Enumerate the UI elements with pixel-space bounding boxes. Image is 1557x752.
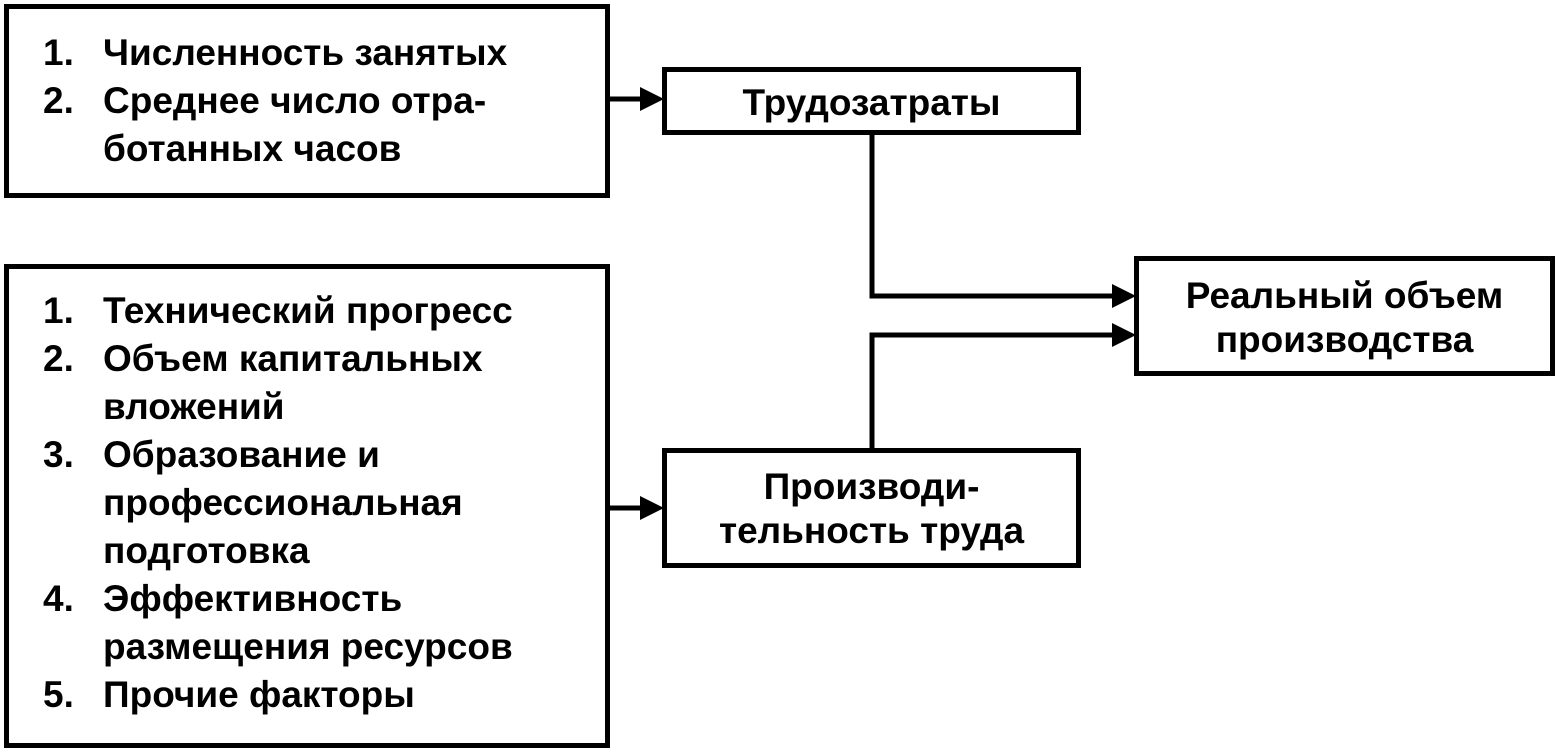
item-number: 3. bbox=[43, 434, 74, 475]
real-output-box: Реальный объем производства bbox=[1134, 256, 1555, 376]
labor-factors-list: 1. Численность занятых 2. Среднее число … bbox=[43, 29, 595, 173]
item-text-line: Технический прогресс bbox=[103, 290, 513, 331]
label-line: тельность труда bbox=[718, 510, 1025, 551]
item-text: Образование и профессиональная подготовк… bbox=[103, 431, 595, 575]
arrowhead bbox=[640, 87, 664, 111]
productivity-factors-box: 1. Технический прогресс 2. Объем капитал… bbox=[4, 264, 610, 748]
arrow-labor-costs-to-real-output bbox=[869, 135, 1136, 308]
item-text-line: размещения ресурсов bbox=[103, 626, 513, 667]
list-item: 2. Среднее число отра- ботанных часов bbox=[43, 77, 595, 173]
arrow-productivity-to-real-output bbox=[869, 323, 1136, 448]
labor-productivity-box: Производи- тельность труда bbox=[662, 448, 1081, 568]
item-text-line: Образование и bbox=[103, 434, 380, 475]
arrowhead bbox=[1112, 323, 1136, 347]
item-text: Эффективность размещения ресурсов bbox=[103, 575, 595, 671]
item-text: Среднее число отра- ботанных часов bbox=[103, 77, 595, 173]
item-text-line: вложений bbox=[103, 386, 285, 427]
real-output-label: Реальный объем производства bbox=[1139, 274, 1550, 362]
item-text-line: Численность занятых bbox=[103, 32, 508, 73]
arrowhead bbox=[640, 496, 664, 520]
arrow-productivity-factors-to-productivity bbox=[610, 496, 664, 520]
arrowhead bbox=[1112, 284, 1136, 308]
list-item: 3. Образование и профессиональная подгот… bbox=[43, 431, 595, 575]
labor-productivity-label: Производи- тельность труда bbox=[667, 465, 1076, 553]
labor-factors-box: 1. Численность занятых 2. Среднее число … bbox=[4, 4, 610, 198]
label-line: Трудозатраты bbox=[742, 82, 1001, 123]
item-number: 2. bbox=[43, 80, 74, 121]
list-item: 1. Численность занятых bbox=[43, 29, 595, 77]
item-text: Объем капитальных вложений bbox=[103, 335, 595, 431]
item-text-line: Прочие факторы bbox=[103, 674, 415, 715]
item-text-line: подготовка bbox=[103, 530, 310, 571]
productivity-factors-list: 1. Технический прогресс 2. Объем капитал… bbox=[43, 287, 595, 719]
label-line: Реальный объем bbox=[1185, 275, 1504, 316]
item-number: 2. bbox=[43, 338, 74, 379]
item-text: Прочие факторы bbox=[103, 671, 595, 719]
item-text-line: ботанных часов bbox=[103, 128, 402, 169]
item-text: Технический прогресс bbox=[103, 287, 595, 335]
list-item: 1. Технический прогресс bbox=[43, 287, 595, 335]
list-item: 2. Объем капитальных вложений bbox=[43, 335, 595, 431]
arrow-labor-factors-to-labor-costs bbox=[610, 87, 664, 111]
item-text-line: Объем капитальных bbox=[103, 338, 483, 379]
item-number: 4. bbox=[43, 578, 74, 619]
item-number: 1. bbox=[43, 290, 74, 331]
item-number: 5. bbox=[43, 674, 74, 715]
labor-costs-box: Трудозатраты bbox=[662, 67, 1081, 135]
label-line: производства bbox=[1215, 319, 1474, 360]
item-text: Численность занятых bbox=[103, 29, 595, 77]
connector-line bbox=[869, 332, 1114, 448]
labor-costs-label: Трудозатраты bbox=[667, 81, 1076, 125]
connector-line bbox=[869, 135, 1114, 299]
list-item: 4. Эффективность размещения ресурсов bbox=[43, 575, 595, 671]
item-text-line: Эффективность bbox=[103, 578, 403, 619]
item-number: 1. bbox=[43, 32, 74, 73]
label-line: Производи- bbox=[763, 466, 980, 507]
item-text-line: профессиональная bbox=[103, 482, 463, 523]
list-item: 5. Прочие факторы bbox=[43, 671, 595, 719]
item-text-line: Среднее число отра- bbox=[103, 80, 487, 121]
